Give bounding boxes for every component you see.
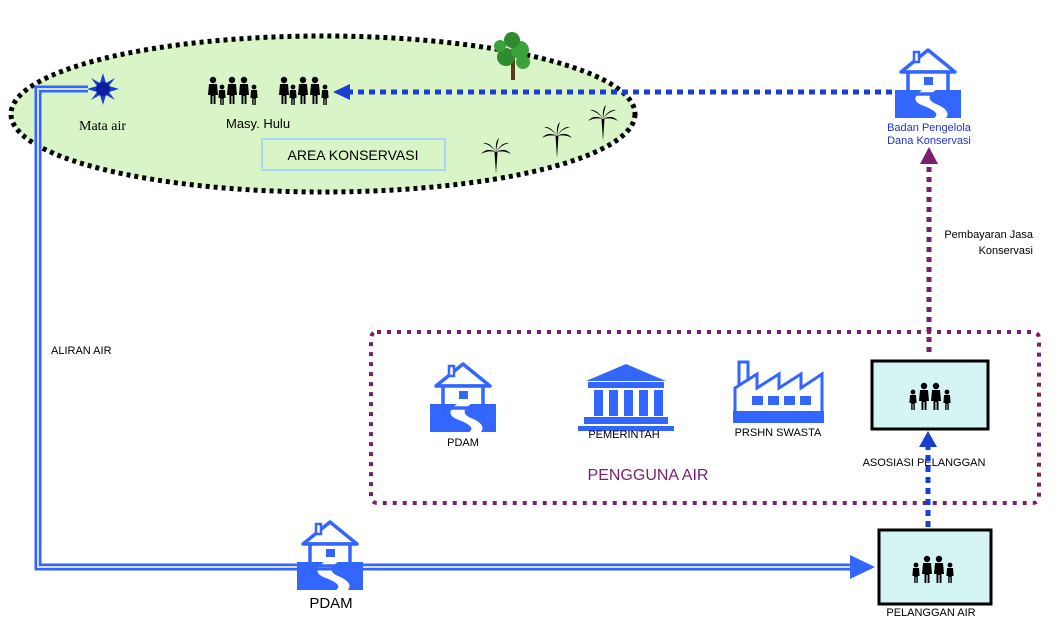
asosiasi-pelanggan-label: ASOSIASI PELANGGAN — [863, 457, 986, 469]
pengguna-air-box — [369, 330, 1041, 505]
masy-hulu-label: Masy. Hulu — [226, 116, 290, 131]
pelanggan-air-label: PELANGGAN AIR — [886, 607, 975, 618]
water-flow-line-inner — [37, 88, 857, 568]
pembayaran-label-line2: Konservasi — [979, 245, 1033, 257]
payment-arrowhead — [920, 147, 938, 164]
area-konservasi-label: AREA KONSERVASI — [288, 147, 419, 163]
tree-icon — [494, 32, 530, 80]
water-flow-arrowhead — [850, 555, 875, 579]
government-building-icon — [578, 364, 674, 431]
conservation-area-ellipse — [8, 33, 638, 195]
pembayaran-label-line1: Pembayaran Jasa — [944, 229, 1034, 241]
pengguna-air-label: PENGGUNA AIR — [588, 467, 709, 484]
house-icon — [428, 362, 498, 434]
badan-pengelola-label-line2: Dana Konservasi — [887, 135, 971, 147]
house-icon — [893, 48, 963, 120]
pdam-user-label: PDAM — [447, 437, 479, 449]
prshn-swasta-label: PRSHN SWASTA — [735, 427, 822, 439]
pemerintah-label: PEMERINTAH — [588, 429, 659, 441]
aliran-air-label: ALIRAN AIR — [51, 345, 112, 357]
factory-icon — [733, 360, 824, 423]
area-konservasi-box — [261, 138, 446, 171]
sun-icon — [87, 73, 119, 105]
house-icon — [295, 520, 365, 592]
fund-flow-arrowhead — [333, 84, 350, 100]
customer-arrowhead — [919, 431, 937, 447]
asosiasi-pelanggan-box — [870, 359, 990, 431]
mata-air-label: Mata air — [79, 119, 126, 134]
badan-pengelola-label-line1: Badan Pengelola — [887, 122, 972, 134]
pdam-main-label: PDAM — [309, 595, 352, 612]
